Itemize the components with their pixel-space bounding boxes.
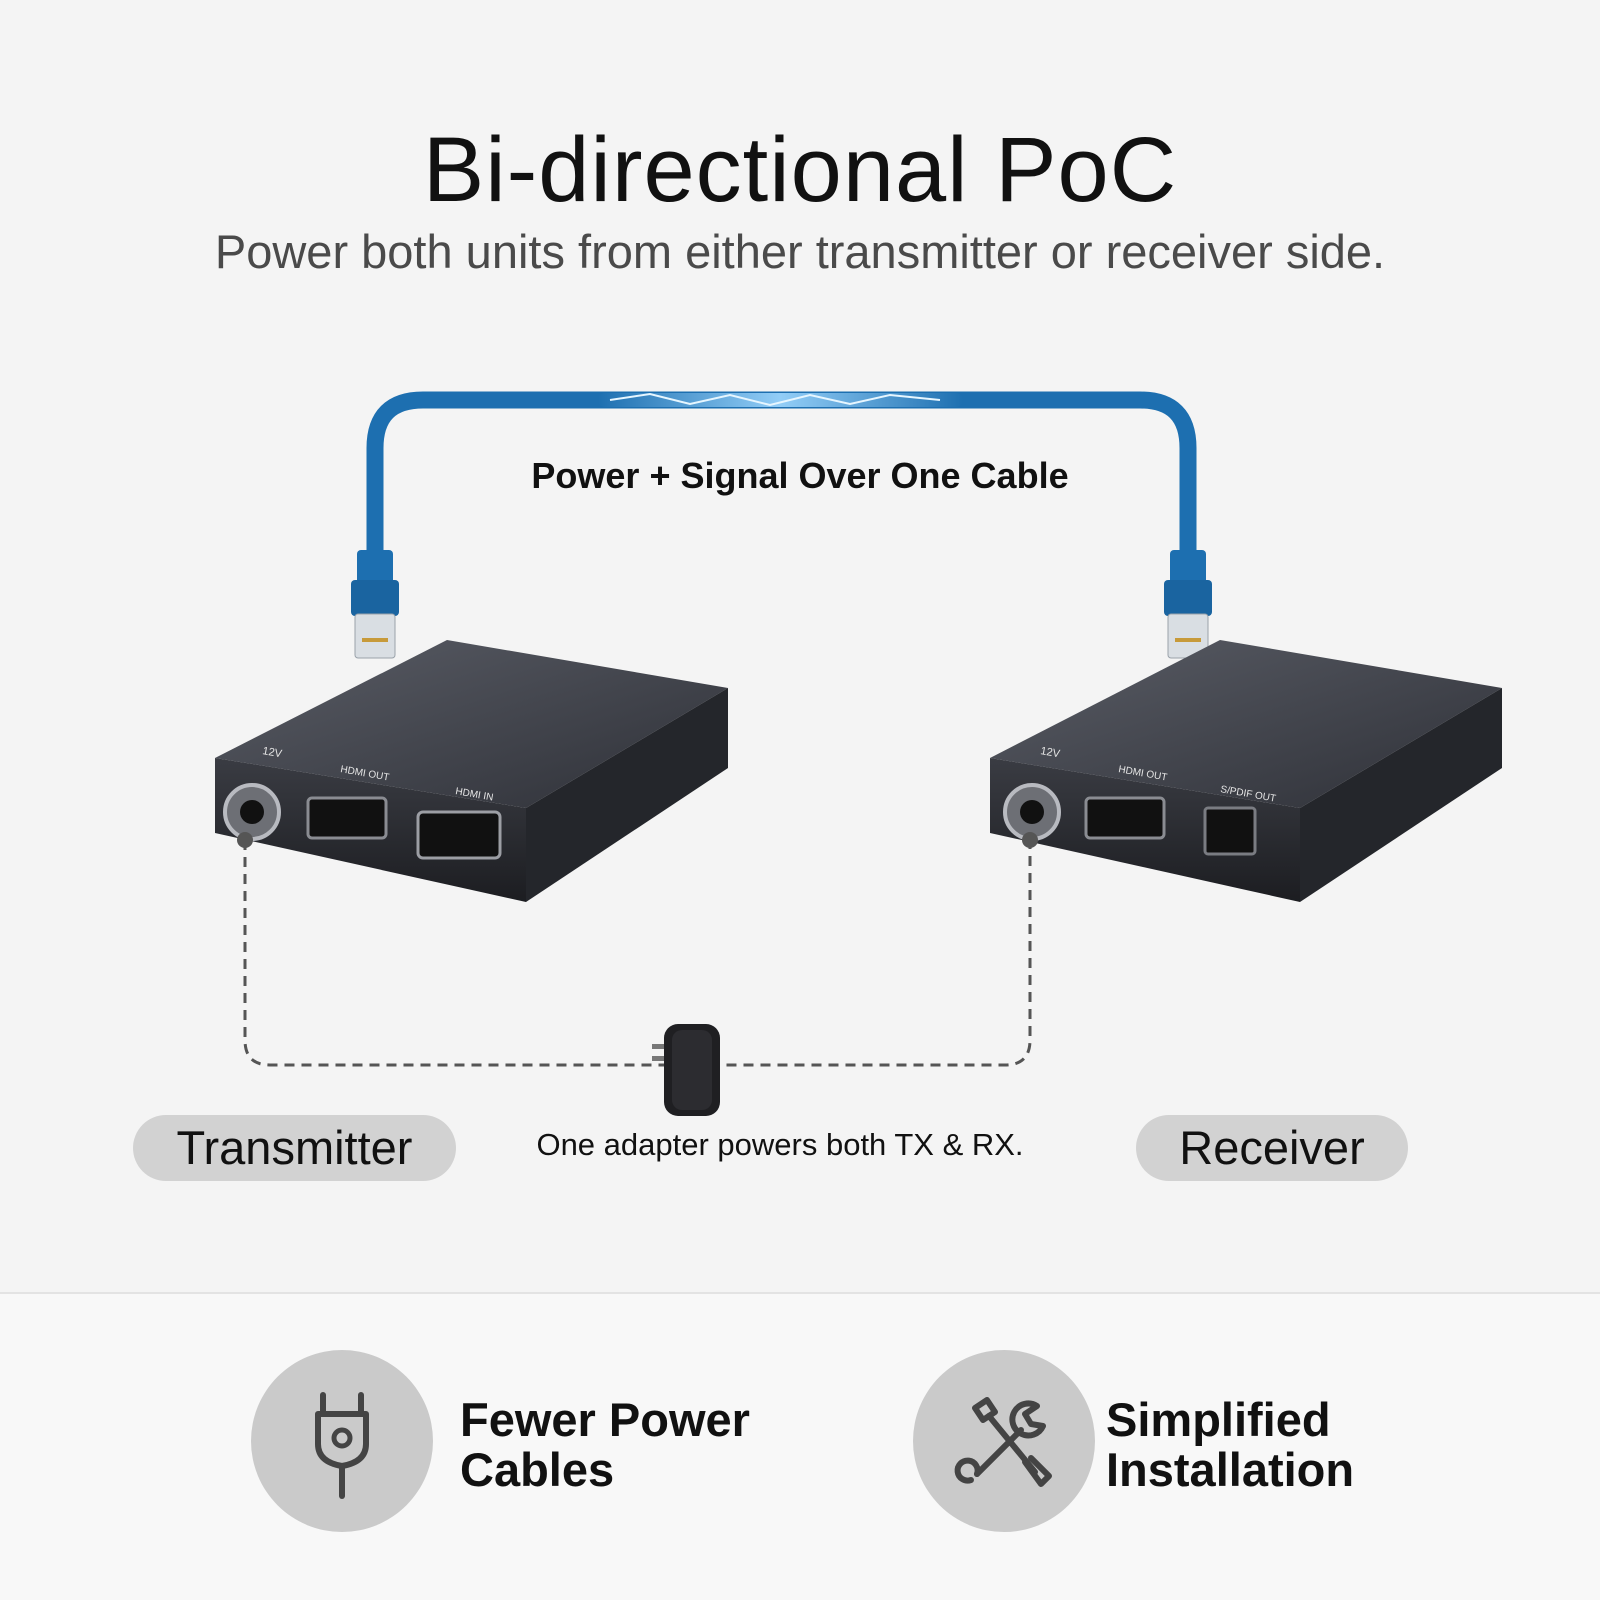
cable-lightning — [609, 392, 941, 407]
receiver-label: Receiver — [1136, 1115, 1408, 1181]
power-adapter-icon — [652, 1024, 720, 1116]
transmitter-label: Transmitter — [133, 1115, 456, 1181]
feature-text-power: Fewer Power Cables — [460, 1395, 750, 1495]
adapter-note: One adapter powers both TX & RX. — [536, 1127, 1024, 1162]
feature-power-line1: Fewer Power — [460, 1393, 750, 1446]
rx-port-label-12v: 12V — [1039, 745, 1061, 760]
rj45-plug-right — [1164, 550, 1212, 659]
plug-icon — [315, 1392, 369, 1499]
feature-install-line2: Installation — [1106, 1443, 1355, 1496]
feature-icon-circle-power — [251, 1350, 433, 1532]
features-section — [0, 1294, 1600, 1600]
rj45-plug-left — [351, 550, 399, 659]
poc-diagram: 12V HDMI OUT HDMI IN 12V HDMI OUT S/PDIF… — [215, 391, 1502, 1116]
power-node-right — [1022, 832, 1038, 848]
page-subtitle: Power both units from either transmitter… — [214, 225, 1386, 278]
feature-icon-circle-install — [913, 1350, 1095, 1532]
tools-icon — [954, 1397, 1052, 1487]
tx-port-label-12v: 12V — [261, 745, 283, 760]
power-node-left — [237, 832, 253, 848]
cable-label: Power + Signal Over One Cable — [531, 455, 1069, 496]
transmitter-device: 12V HDMI OUT HDMI IN — [215, 640, 728, 902]
feature-install-line1: Simplified — [1106, 1393, 1331, 1446]
section-divider — [0, 1292, 1600, 1294]
power-supply-line — [243, 840, 1032, 1067]
page-title: Bi-directional PoC — [422, 119, 1178, 221]
receiver-device: 12V HDMI OUT S/PDIF OUT — [990, 640, 1502, 902]
feature-text-install: Simplified Installation — [1106, 1395, 1354, 1495]
feature-power-line2: Cables — [460, 1443, 615, 1496]
